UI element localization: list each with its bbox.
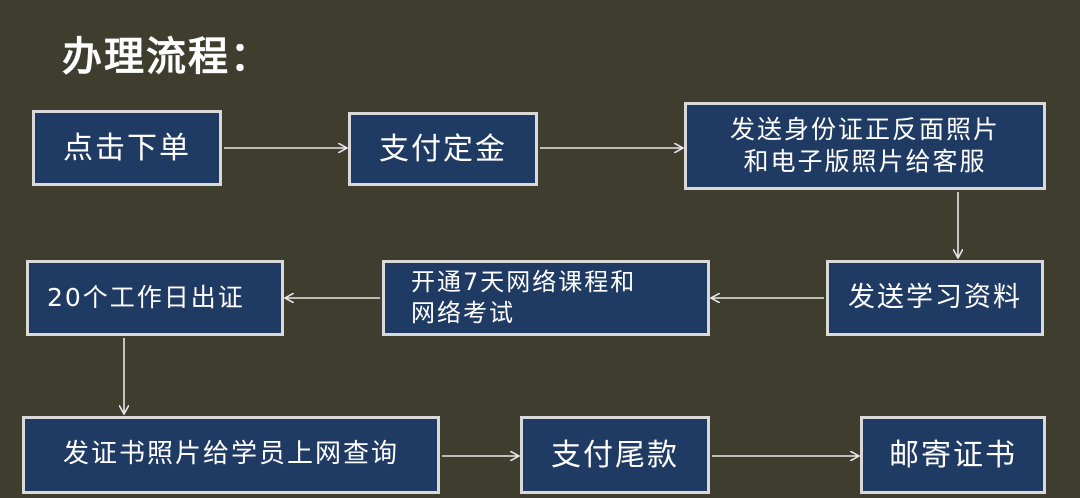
step-open-course: 开通7天网络课程和 网络考试: [382, 260, 710, 336]
step-label-line2: 网络考试: [411, 299, 515, 327]
step-send-materials: 发送学习资料: [826, 260, 1044, 336]
step-pay-deposit: 支付定金: [348, 112, 538, 186]
step-send-id-photos: 发送身份证正反面照片 和电子版照片给客服: [684, 102, 1046, 190]
step-label: 支付定金: [379, 131, 507, 167]
page-title: 办理流程：: [62, 33, 272, 80]
step-place-order: 点击下单: [32, 110, 222, 186]
step-label-line1: 开通7天网络课程和: [411, 267, 637, 296]
step-label: 20个工作日出证: [47, 282, 245, 312]
step-certificate-issued: 20个工作日出证: [26, 260, 284, 336]
step-label: 点击下单: [63, 130, 191, 166]
step-label: 支付尾款: [551, 437, 679, 473]
step-send-certificate-photo: 发证书照片给学员上网查询: [22, 416, 440, 494]
step-pay-balance: 支付尾款: [520, 416, 710, 494]
step-label: 发证书照片给学员上网查询: [62, 439, 399, 470]
step-label: 发送学习资料: [848, 282, 1022, 314]
step-label-line1: 发送身份证正反面照片: [729, 114, 1000, 144]
step-mail-certificate: 邮寄证书: [860, 416, 1046, 494]
step-label-line2: 和电子版照片给客服: [743, 147, 987, 176]
step-label: 邮寄证书: [889, 437, 1017, 473]
